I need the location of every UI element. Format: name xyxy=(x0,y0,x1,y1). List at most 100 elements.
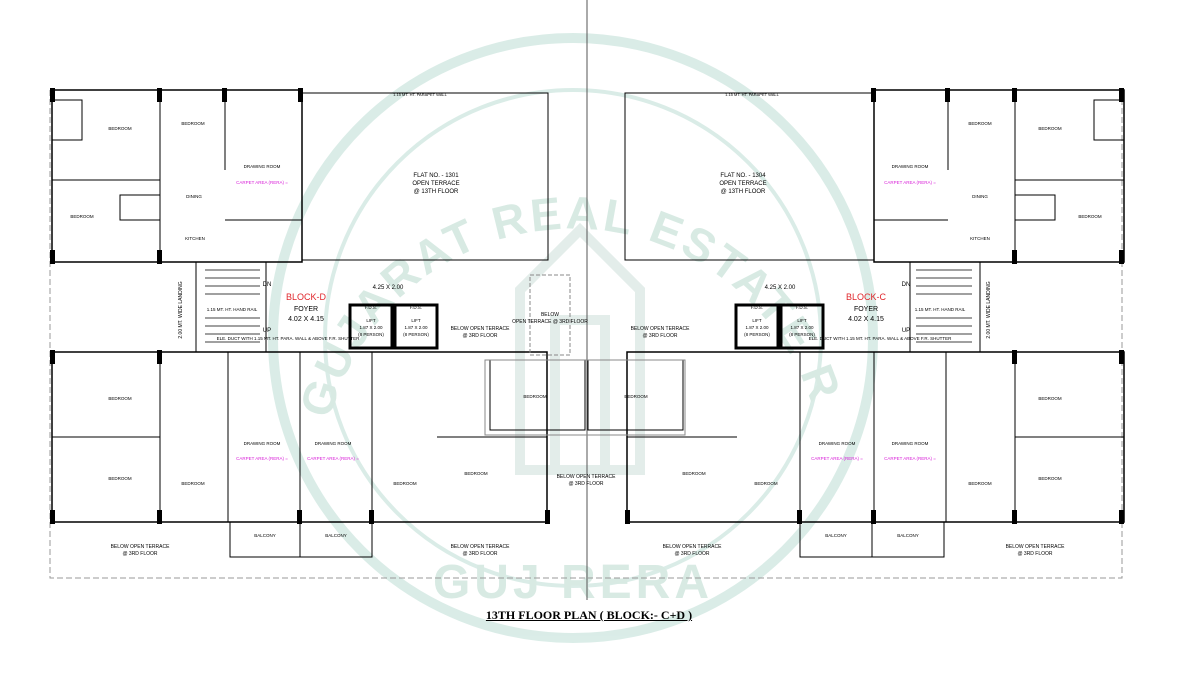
balcony-c2: BALCONY xyxy=(897,533,919,538)
balcony-d1: BALCONY xyxy=(254,533,276,538)
lift-right-1-persons: (8 PERSON) xyxy=(744,332,770,337)
lift-right-2-persons: (8 PERSON) xyxy=(789,332,815,337)
central-link xyxy=(484,274,686,436)
landing-right: 2.00 MT. WIDE LANDING xyxy=(986,281,992,338)
flat-1304-of: @ 13TH FLOOR xyxy=(721,189,766,195)
stair-up-right: UP xyxy=(902,328,910,334)
below-terrace-c2: BELOW OPEN TERRACE xyxy=(1006,544,1065,550)
bedroom-d1: BEDROOM xyxy=(108,126,132,131)
below-terrace-d3: BELOW OPEN TERRACE xyxy=(451,544,510,550)
block-d-label: BLOCK-D xyxy=(286,292,327,302)
watermark-bottom-text: GUJ RERA xyxy=(433,556,713,609)
kitchen-c: KITCHEN xyxy=(970,236,990,241)
dining-d: DINING xyxy=(186,194,202,199)
carpet-d: CARPET AREA (RERA) = xyxy=(236,180,288,185)
flat-1304-terrace: OPEN TERRACE xyxy=(719,181,766,187)
carpet-c2: CARPET AREA (RERA) = xyxy=(884,456,936,461)
watermark-inner-ring xyxy=(323,88,823,588)
lift-shaft xyxy=(393,303,439,350)
block-c-foyer: FOYER xyxy=(854,306,878,313)
dining-c: DINING xyxy=(972,194,988,199)
block-c-upper-flat xyxy=(873,89,1125,263)
block-d-foyer: FOYER xyxy=(294,306,318,313)
toilet xyxy=(119,194,161,221)
balcony xyxy=(871,521,945,558)
bedroom-d5: BEDROOM xyxy=(108,476,132,481)
drawing-d3: DRAWING ROOM xyxy=(315,441,352,446)
block-d-upper-flat xyxy=(51,89,303,263)
lift-left-2-persons: (8 PERSON) xyxy=(403,332,429,337)
drawing-c3: DRAWING ROOM xyxy=(819,441,856,446)
below-terrace-mid: BELOW OPEN TERRACE xyxy=(557,474,616,480)
lift-right-1: LIFT xyxy=(752,318,762,323)
fds-left-1: F.D.S. xyxy=(365,305,377,310)
passage-size-right: 4.25 X 2.00 xyxy=(765,285,796,291)
cut-out-area xyxy=(529,274,571,356)
carpet-d2: CARPET AREA (RERA) = xyxy=(236,456,288,461)
bedroom-c7: BEDROOM xyxy=(754,481,778,486)
bedroom-d4: BEDROOM xyxy=(108,396,132,401)
below-terrace-d1: BELOW OPEN TERRACE xyxy=(451,326,510,332)
below-center-2: OPEN TERRACE @ 3RD FLOOR xyxy=(512,319,588,325)
columns xyxy=(625,88,1124,524)
parapet-c: 1.15 MT. HT. PARAPET WALL xyxy=(725,92,779,97)
flat-1301-no: FLAT NO. - 1301 xyxy=(413,173,459,179)
lift-shaft xyxy=(734,303,780,350)
lift-left-1-size: 1.87 X 2.00 xyxy=(359,325,383,330)
kitchen-d: KITCHEN xyxy=(185,236,205,241)
stair-treads xyxy=(916,269,972,343)
ele-duct-right: ELE. DUCT WITH 1.15 MT. HT. PARA. WALL &… xyxy=(809,336,953,341)
below-center: BELOW xyxy=(541,312,559,318)
below-terrace-d2b: @ 3RD FLOOR xyxy=(122,551,157,557)
bedroom-center-d: BEDROOM xyxy=(523,394,547,399)
bedroom-d2: BEDROOM xyxy=(181,121,205,126)
passage-size-left: 4.25 X 2.00 xyxy=(373,285,404,291)
link-corridor xyxy=(484,359,686,436)
toilet xyxy=(1014,194,1056,221)
bedroom-d3: BEDROOM xyxy=(70,214,94,219)
lift-right-2-size: 1.87 X 2.00 xyxy=(790,325,814,330)
carpet-c3: CARPET AREA (RERA) = xyxy=(811,456,863,461)
balcony-d2: BALCONY xyxy=(325,533,347,538)
lift-left-1: LIFT xyxy=(366,318,376,323)
hand-rail-right: 1.15 MT. HT. HAND RAIL xyxy=(915,307,966,312)
block-c-upper-terrace xyxy=(624,92,875,261)
fds-left-2: F.D.S. xyxy=(410,305,422,310)
ele-duct-left: ELE. DUCT WITH 1.15 MT. HT. PARA. WALL &… xyxy=(217,336,361,341)
block-c-plan xyxy=(587,88,1125,558)
bedroom-d8: BEDROOM xyxy=(464,471,488,476)
below-terrace-c1: BELOW OPEN TERRACE xyxy=(631,326,690,332)
watermark-building-icon xyxy=(515,222,645,475)
bedroom-d6: BEDROOM xyxy=(181,481,205,486)
bedroom-c6: BEDROOM xyxy=(968,481,992,486)
toilet xyxy=(1093,99,1125,141)
carpet-c: CARPET AREA (RERA) = xyxy=(884,180,936,185)
below-terrace-mid-b: @ 3RD FLOOR xyxy=(568,481,603,487)
lift-left-2: LIFT xyxy=(411,318,421,323)
bedroom-c8: BEDROOM xyxy=(682,471,706,476)
parapet-d: 1.15 MT. HT. PARAPET WALL xyxy=(393,92,447,97)
block-d-upper-terrace xyxy=(301,92,549,261)
landing-left: 2.00 MT. WIDE LANDING xyxy=(178,281,184,338)
block-c-foyer-size: 4.02 X 4.15 xyxy=(848,316,884,323)
fds-right-1: F.D.S. xyxy=(751,305,763,310)
stair-treads xyxy=(205,269,260,343)
bedroom-c1: BEDROOM xyxy=(1038,126,1062,131)
stair-dn-left: DN xyxy=(263,282,272,288)
bedroom-c5: BEDROOM xyxy=(1038,476,1062,481)
drawing-title: 13TH FLOOR PLAN ( BLOCK:- C+D ) xyxy=(485,608,693,622)
balcony-c1: BALCONY xyxy=(825,533,847,538)
lift-shaft xyxy=(348,303,394,350)
below-terrace-d1b: @ 3RD FLOOR xyxy=(462,333,497,339)
stair-up-left: UP xyxy=(263,328,271,334)
columns xyxy=(50,88,550,524)
carpet-d3: CARPET AREA (RERA) = xyxy=(307,456,359,461)
below-terrace-c3b: @ 3RD FLOOR xyxy=(674,551,709,557)
hand-rail-left: 1.15 MT. HT. HAND RAIL xyxy=(207,307,258,312)
below-terrace-d3b: @ 3RD FLOOR xyxy=(462,551,497,557)
block-d-plan xyxy=(50,88,586,558)
bedroom-c4: BEDROOM xyxy=(1038,396,1062,401)
lift-shaft xyxy=(779,303,825,350)
bedroom-c2: BEDROOM xyxy=(968,121,992,126)
